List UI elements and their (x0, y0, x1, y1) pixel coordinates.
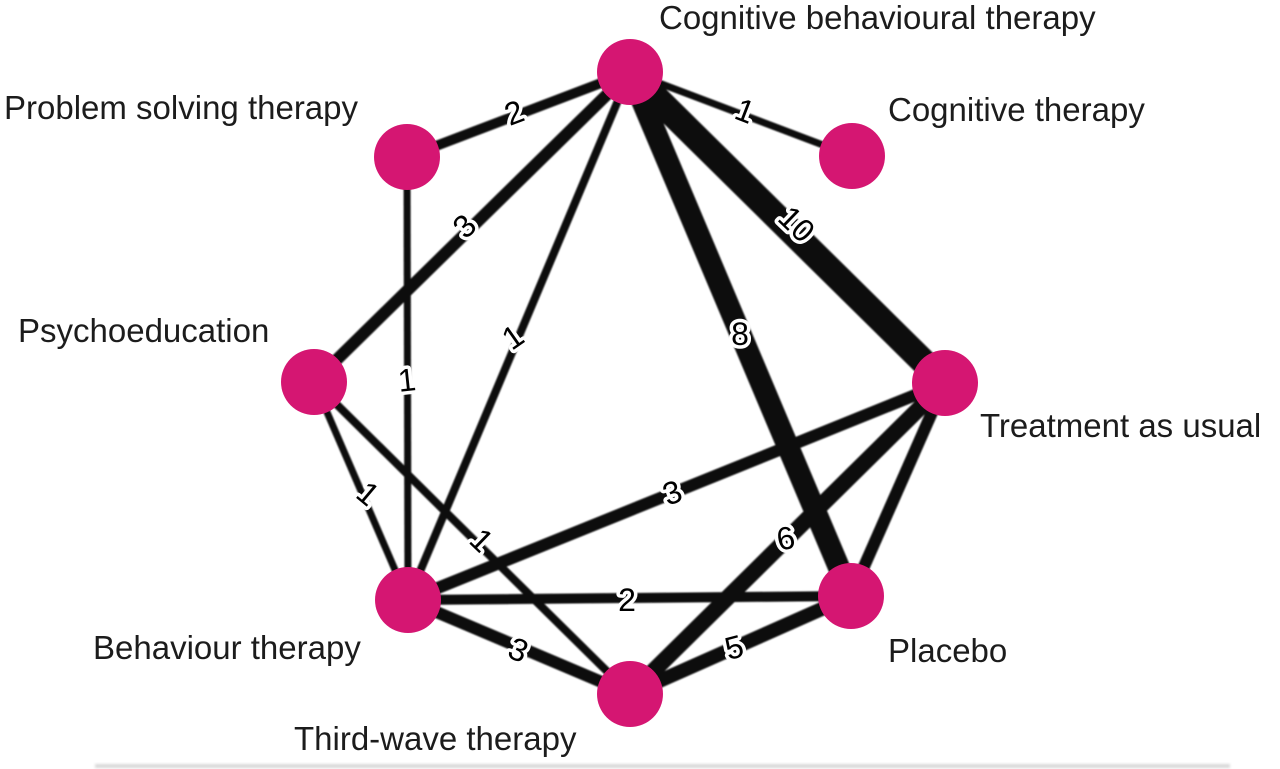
node-cognitive-behavioural-therapy (597, 39, 663, 105)
edge-cbt-psychoeducation (309, 67, 635, 387)
edge-twt-placebo (627, 589, 854, 701)
node-label-group: Cognitive behavioural therapy Cognitive … (4, 0, 1261, 757)
node-label-problem-solving-therapy: Problem solving therapy (4, 89, 359, 126)
edge-label-cbt-ct: 1 (730, 91, 760, 131)
edge-label-bt-placebo: 2 (618, 582, 636, 618)
edge-pst-bt (403, 156, 412, 601)
edge-label-pst-bt: 1 (396, 361, 417, 399)
edge-bt-twt (405, 594, 633, 700)
node-label-psychoeducation: Psychoeducation (18, 312, 269, 349)
node-placebo (818, 563, 884, 629)
node-label-third-wave-therapy: Third-wave therapy (294, 720, 577, 757)
edge-psychoeducation-twt (311, 379, 633, 697)
node-group (281, 39, 978, 727)
edge-bt-placebo (407, 591, 852, 605)
edge-cbt-ct (628, 68, 854, 160)
node-psychoeducation (281, 349, 347, 415)
edge-bt-tau (405, 377, 948, 606)
edge-tau-twt (624, 377, 951, 700)
node-treatment-as-usual (912, 350, 978, 416)
node-label-cognitive-therapy: Cognitive therapy (888, 91, 1145, 128)
edge-tau-placebo (845, 380, 951, 599)
node-label-treatment-as-usual: Treatment as usual (980, 407, 1261, 444)
edge-label-cbt-placebo: 8 (731, 316, 749, 352)
node-label-placebo: Placebo (888, 632, 1007, 669)
node-label-cognitive-behavioural-therapy: Cognitive behavioural therapy (659, 0, 1096, 36)
edge-psychoeducation-bt (310, 380, 412, 602)
node-cognitive-therapy (819, 123, 885, 189)
edge-cbt-tau (620, 62, 955, 393)
node-third-wave-therapy (597, 661, 663, 727)
node-label-behaviour-therapy: Behaviour therapy (93, 629, 361, 666)
edge-label-psychoeducation-twt: 1 (463, 521, 501, 559)
edge-cbt-pst (405, 67, 632, 162)
node-behaviour-therapy (375, 567, 441, 633)
node-problem-solving-therapy (374, 124, 440, 190)
edge-group (309, 62, 955, 701)
scan-artifact (95, 764, 1230, 768)
